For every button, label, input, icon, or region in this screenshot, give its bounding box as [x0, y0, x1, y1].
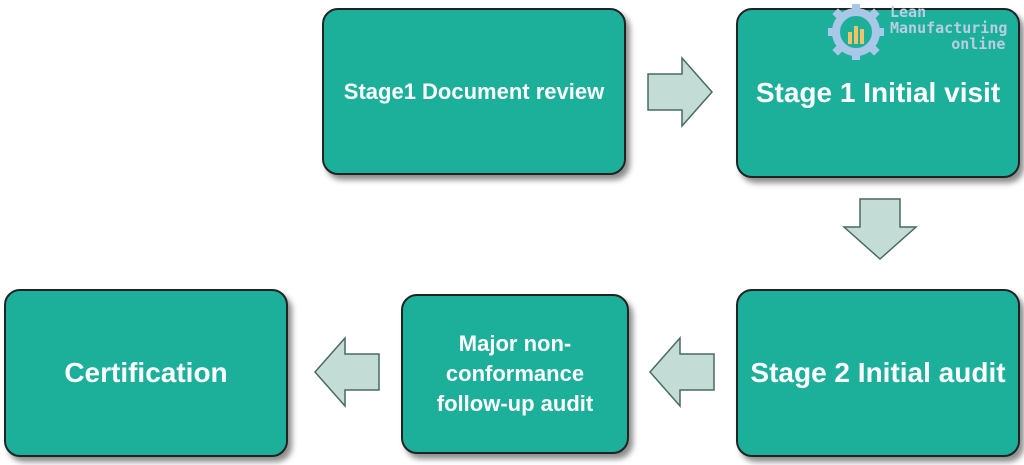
arrow-down [842, 198, 918, 261]
node-label: Major non-conformance follow-up audit [436, 331, 594, 416]
logo-line: Lean [890, 3, 927, 21]
gear-chart-icon [828, 4, 884, 60]
node-label: Certification [64, 357, 228, 388]
arrow-left [648, 336, 715, 408]
logo-watermark: Lean Manufacturing online [822, 0, 1024, 62]
logo-line: online [951, 35, 1006, 53]
logo-text: Lean Manufacturing online [890, 4, 1007, 52]
arrow-left [313, 336, 380, 408]
node-followup-audit: Major non-conformance follow-up audit [401, 294, 629, 454]
node-label: Stage 2 Initial audit [750, 357, 1006, 388]
node-certification: Certification [4, 289, 288, 457]
node-stage2-initial-audit: Stage 2 Initial audit [736, 289, 1020, 457]
node-label: Stage 1 Initial visit [755, 77, 1001, 108]
arrow-right [647, 56, 714, 128]
node-label: Stage1 Document review [343, 78, 605, 104]
logo-line: Manufacturing [890, 19, 1008, 37]
node-stage1-document-review: Stage1 Document review [322, 8, 626, 175]
